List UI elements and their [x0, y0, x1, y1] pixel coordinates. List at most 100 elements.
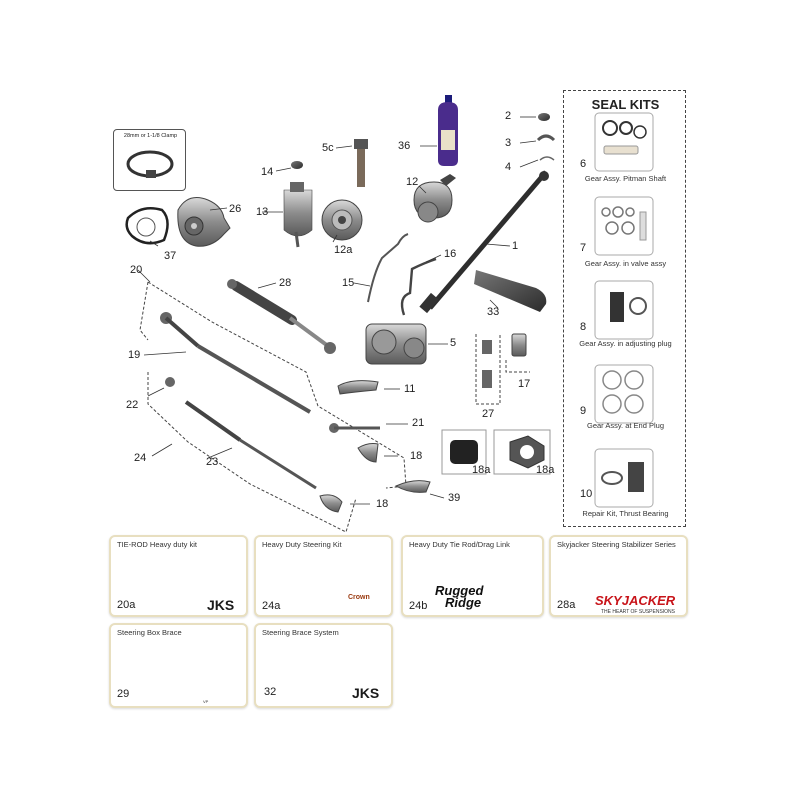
- part-19-drag-link[interactable]: [143, 312, 312, 414]
- part-13-reservoir[interactable]: [262, 182, 313, 248]
- callout-37: 37: [164, 250, 177, 262]
- part-15-return-hose[interactable]: [353, 233, 409, 303]
- part-18-tie-rod-end-upper[interactable]: [357, 443, 398, 463]
- callout-36: 36: [398, 140, 411, 152]
- callout-23: 23: [206, 456, 219, 468]
- part-36-steering-fluid-bottle[interactable]: [420, 95, 458, 166]
- part-5-steering-gear-box[interactable]: [365, 323, 448, 365]
- crown-logo: Crown: [348, 594, 370, 601]
- callout-18-lower: 18: [376, 498, 389, 510]
- part-22-tie-rod-end[interactable]: [147, 377, 175, 397]
- part-14-reservoir-cap[interactable]: [275, 161, 303, 172]
- vp-logo-text: VP: [203, 699, 209, 704]
- callout-15: 15: [342, 277, 355, 289]
- callout-21: 21: [412, 417, 425, 429]
- seal-kit-7-image: [594, 196, 654, 256]
- kit-number: 32: [264, 686, 277, 698]
- seal-kits-panel: SEAL KITS 6 Gear Assy. Pitman Shaft 7 Ge…: [563, 90, 686, 527]
- callout-18a-left: 18a: [472, 464, 491, 476]
- callout-13: 13: [256, 206, 269, 218]
- kit-title: Steering Brace System: [262, 628, 339, 637]
- callout-18a-right: 18a: [536, 464, 555, 476]
- seal-kit-9-image: [594, 364, 654, 424]
- clamp-inset-title: 28mm or 1-1/8 Clamp: [123, 133, 178, 139]
- callout-12a: 12a: [334, 244, 353, 256]
- callout-12: 12: [406, 176, 419, 188]
- kit-card-24a[interactable]: Heavy Duty Steering Kit 24a Crown: [254, 535, 393, 617]
- part-37-gasket[interactable]: [125, 207, 169, 247]
- part-2-cap[interactable]: [538, 113, 550, 121]
- kit-title: Steering Box Brace: [117, 628, 182, 637]
- callout-19: 19: [128, 349, 141, 361]
- part-18a-boot-photo[interactable]: [441, 429, 487, 475]
- callout-39: 39: [448, 492, 461, 504]
- callout-20: 20: [130, 264, 143, 276]
- part-4-ring[interactable]: [539, 156, 555, 161]
- part-12a-pulley[interactable]: [321, 199, 363, 243]
- skyjacker-tagline: THE HEART OF SUSPENSIONS: [601, 609, 675, 615]
- callout-26: 26: [229, 203, 242, 215]
- kit-card-24b[interactable]: Heavy Duty Tie Rod/Drag Link 24b Rugged …: [401, 535, 544, 617]
- callout-4: 4: [505, 161, 512, 173]
- part-11-pitman-arm[interactable]: [337, 380, 400, 395]
- seal-kit-number: 8: [580, 321, 587, 333]
- part-16-pressure-hose[interactable]: [400, 254, 442, 316]
- skyjacker-logo: SKYJACKER: [595, 593, 676, 608]
- part-26-steering-knuckle[interactable]: [177, 197, 231, 247]
- part-3-clip[interactable]: [536, 134, 556, 142]
- callout-14: 14: [261, 166, 274, 178]
- kit-number: 29: [117, 688, 130, 700]
- part-39-tie-rod-end[interactable]: [394, 480, 445, 499]
- seal-kits-title: SEAL KITS: [591, 97, 660, 112]
- kit-card-20a[interactable]: TIE-ROD Heavy duty kit 20a JKS: [109, 535, 248, 617]
- seal-kit-number: 9: [580, 405, 587, 417]
- callout-11: 11: [404, 383, 416, 395]
- part-27-ball-joint[interactable]: [482, 340, 492, 388]
- callout-16: 16: [444, 248, 457, 260]
- part-5c-bolt[interactable]: [335, 139, 368, 187]
- callout-2: 2: [505, 110, 512, 122]
- part-18a-nut-photo[interactable]: [493, 429, 551, 475]
- seal-kit-caption: Gear Assy. in valve assy: [584, 259, 667, 268]
- part-1-steering-shaft[interactable]: [419, 170, 549, 314]
- part-12-power-steering-pump[interactable]: [413, 174, 456, 223]
- part-23-tie-rod[interactable]: [184, 400, 317, 490]
- part-18-tie-rod-end-lower[interactable]: [319, 494, 370, 513]
- callout-5c: 5c: [322, 142, 334, 154]
- kit-number: 28a: [557, 599, 576, 611]
- kit-card-29[interactable]: Steering Box Brace 29 VP: [109, 623, 248, 708]
- seal-kit-number: 7: [580, 242, 587, 254]
- kit-number: 20a: [117, 599, 136, 611]
- part-28-steering-stabilizer[interactable]: [227, 279, 336, 354]
- callout-33: 33: [487, 306, 500, 318]
- clamp-inset[interactable]: 28mm or 1-1/8 Clamp: [113, 129, 186, 191]
- seal-kit-caption: Repair Kit, Thrust Bearing: [582, 509, 669, 518]
- seal-kit-caption: Gear Assy. at End Plug: [587, 421, 664, 430]
- seal-kit-number: 6: [580, 158, 587, 170]
- part-24-group-outline: [147, 372, 357, 533]
- callout-17: 17: [518, 378, 531, 390]
- callout-5: 5: [450, 337, 457, 349]
- seal-kit-caption: Gear Assy. in adjusting plug: [579, 339, 672, 348]
- clamp-image: [126, 150, 174, 178]
- kit-number: 24a: [262, 600, 281, 612]
- kit-title: Heavy Duty Steering Kit: [262, 540, 342, 549]
- part-21-adjusting-sleeve[interactable]: [329, 423, 408, 433]
- jks-logo: JKS: [207, 597, 235, 613]
- callout-22: 22: [126, 399, 139, 411]
- part-33-steering-box-mount[interactable]: [474, 270, 547, 312]
- seal-kit-number: 10: [580, 488, 593, 500]
- seal-kit-caption: Gear Assy. Pitman Shaft: [584, 174, 667, 183]
- part-27-group-outline: [475, 334, 501, 405]
- kit-title: Heavy Duty Tie Rod/Drag Link: [409, 540, 510, 549]
- rugged-ridge-logo-line2: Ridge: [445, 595, 482, 610]
- kit-card-32[interactable]: Steering Brace System 32 JKS: [254, 623, 393, 708]
- callout-24: 24: [134, 452, 147, 464]
- kit-title: Skyjacker Steering Stabilizer Series: [557, 540, 676, 549]
- jks-logo: JKS: [352, 685, 380, 701]
- part-17-fitting[interactable]: [505, 333, 530, 373]
- callout-1: 1: [512, 240, 519, 252]
- kit-number: 24b: [409, 600, 428, 612]
- rugged-ridge-logo-line1: Rugged: [435, 583, 484, 598]
- kit-card-28a[interactable]: Skyjacker Steering Stabilizer Series 28a…: [549, 535, 688, 617]
